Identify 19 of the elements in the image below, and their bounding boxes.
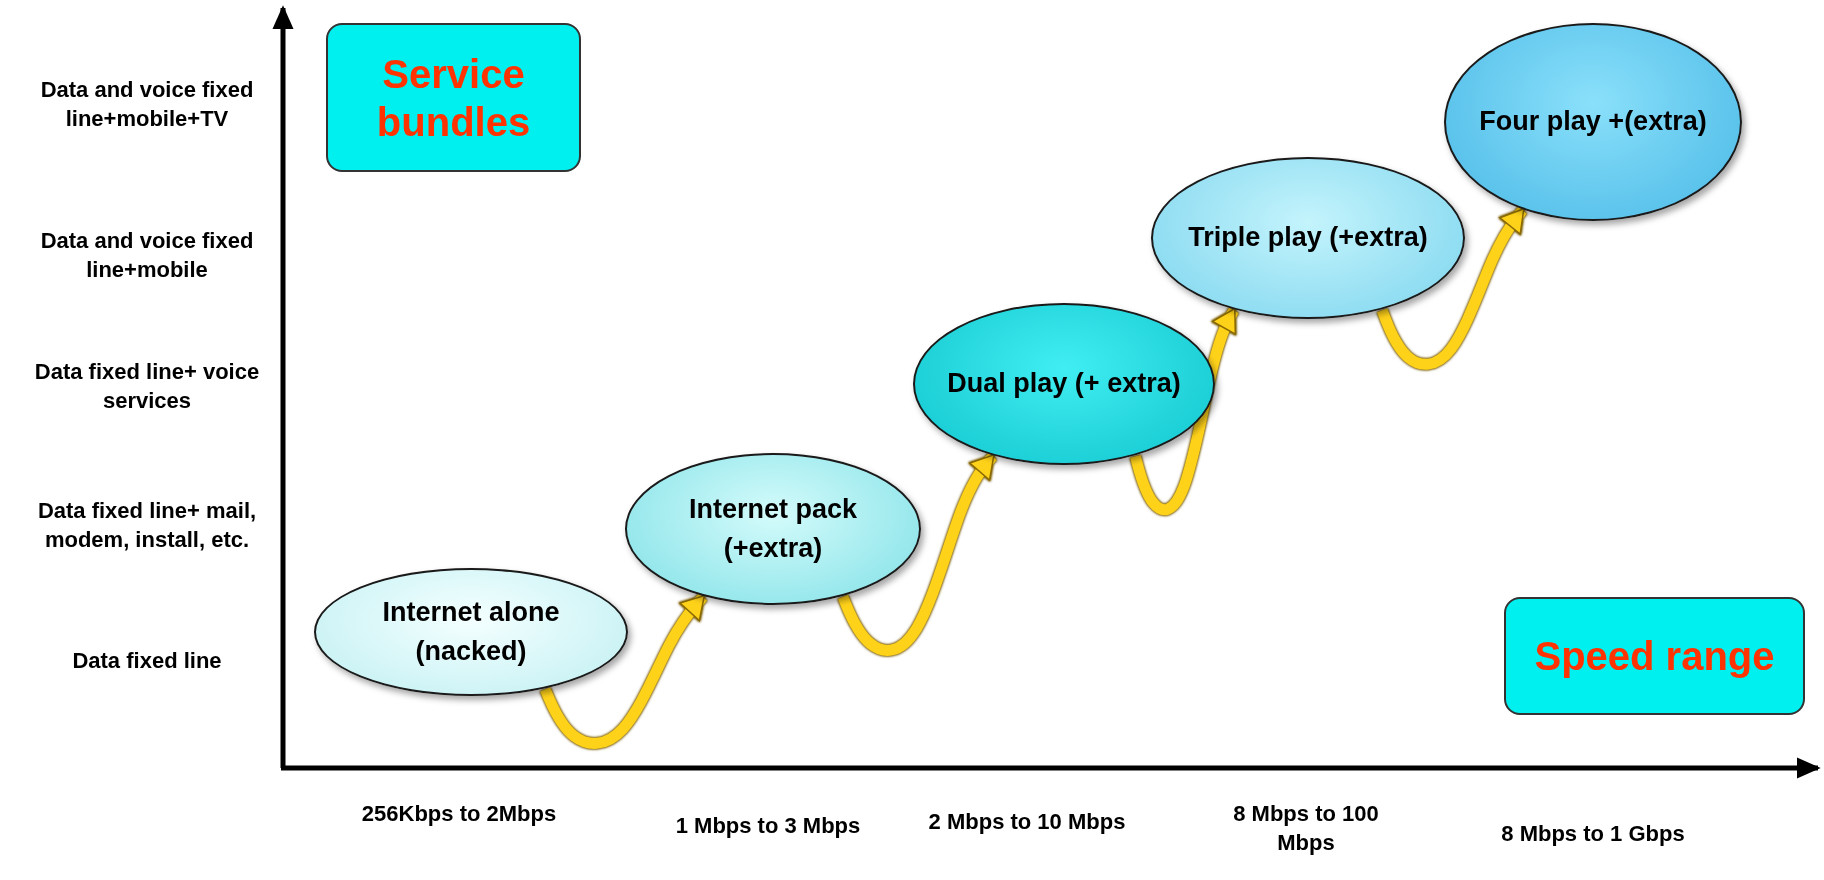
node-text: Four play +(extra) bbox=[1478, 105, 1708, 139]
node-text: Dual play (+ extra) bbox=[946, 367, 1182, 401]
x-axis-label: 8 Mbps to 100 Mbps bbox=[1232, 800, 1380, 857]
node-text: Service bundles bbox=[375, 50, 532, 146]
y-axis-label: Data and voice fixed line+mobile+TV bbox=[39, 76, 255, 133]
x-axis-label: 256Kbps to 2Mbps bbox=[360, 800, 558, 828]
y-axis-label: Data and voice fixed line+mobile bbox=[39, 227, 255, 284]
node-text: Speed range bbox=[1533, 633, 1776, 680]
x-axis-label: 8 Mbps to 1 Gbps bbox=[1500, 820, 1686, 848]
y-axis-label: Data fixed line+ voice services bbox=[33, 358, 261, 415]
y-axis-label: Data fixed line+ mail, modem, install, etc. bbox=[36, 497, 258, 554]
x-axis-label: 1 Mbps to 3 Mbps bbox=[674, 812, 862, 840]
node-text: Internet alone (nacked) bbox=[381, 595, 561, 668]
title-box bbox=[1504, 597, 1805, 715]
node-text: Triple play (+extra) bbox=[1187, 221, 1429, 255]
x-axis-label: 2 Mbps to 10 Mbps bbox=[927, 808, 1127, 836]
node-text: Internet pack (+extra) bbox=[687, 492, 859, 565]
title-box bbox=[326, 23, 581, 172]
y-axis-label: Data fixed line bbox=[71, 646, 223, 675]
